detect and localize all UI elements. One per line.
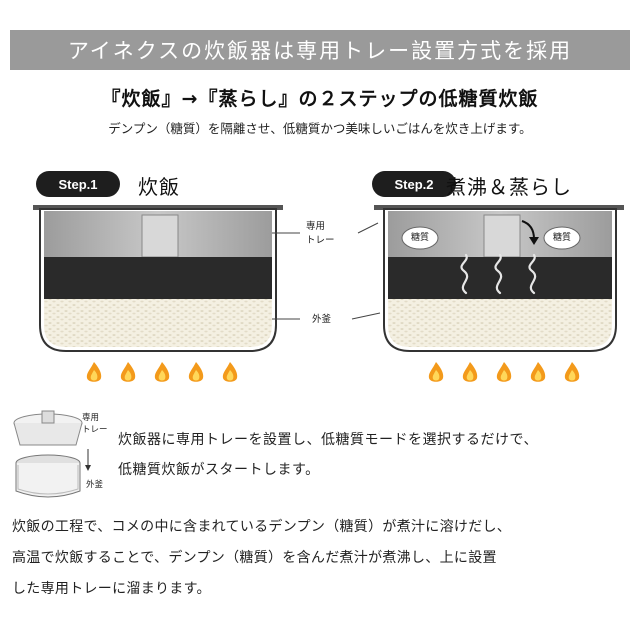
small-pot-diagram — [13, 410, 91, 498]
step1-water — [44, 257, 272, 299]
step2-tag-right-bg — [543, 226, 581, 250]
arrow-down-icon — [85, 465, 91, 471]
flame-icon — [86, 362, 102, 382]
flame-icon — [120, 362, 136, 382]
step1-rice — [44, 299, 272, 347]
subline: デンプン（糖質）を隔離させ、低糖質かつ美味しいごはんを炊き上げます。 — [108, 121, 532, 136]
flame-icon — [564, 362, 580, 382]
steam-icon — [460, 253, 537, 295]
callout-pot: 外釜 — [312, 314, 332, 325]
step2-tag-right: 糖質 — [553, 233, 572, 243]
step1-pot — [33, 205, 283, 352]
step2-rice — [388, 299, 612, 347]
pot-diagrams — [33, 205, 624, 382]
banner-title: アイネクスの炊飯器は専用トレー設置方式を採用 — [67, 39, 573, 63]
step1-title: 炊飯 — [138, 175, 180, 199]
flame-icon — [154, 362, 170, 382]
arrow-down-icon — [521, 220, 539, 245]
flame-icon — [188, 362, 204, 382]
callout-tray: 専用 トレー — [306, 221, 335, 246]
flame-icon — [496, 362, 512, 382]
flame-icon — [222, 362, 238, 382]
step2-pot — [374, 205, 624, 352]
flame-icon — [428, 362, 444, 382]
headline: 『炊飯』→『蒸らし』の２ステップの低糖質炊飯 — [101, 88, 539, 110]
step1-flames — [86, 362, 238, 382]
step2-tag-left: 糖質 — [411, 233, 430, 243]
mid-description: 炊飯器に専用トレーを設置し、低糖質モードを選択するだけで、 低糖質炊飯がスタート… — [118, 432, 538, 478]
step1-badge: Step.1 — [36, 171, 120, 197]
small-callout-tray: 専用 トレー — [82, 413, 108, 435]
step2-tag-left-bg — [401, 226, 439, 250]
bottom-description: 炊飯の工程で、コメの中に含まれているデンプン（糖質）が煮汁に溶けだし、 高温で炊… — [12, 519, 512, 597]
step2-flames — [428, 362, 580, 382]
top-banner: アイネクスの炊飯器は専用トレー設置方式を採用 — [10, 30, 630, 70]
flame-icon — [530, 362, 546, 382]
flame-icon — [462, 362, 478, 382]
step2-badge: Step.2 — [372, 171, 456, 197]
step2-title: 煮沸＆蒸らし — [446, 175, 572, 199]
small-callout-pot: 外釜 — [86, 480, 104, 490]
